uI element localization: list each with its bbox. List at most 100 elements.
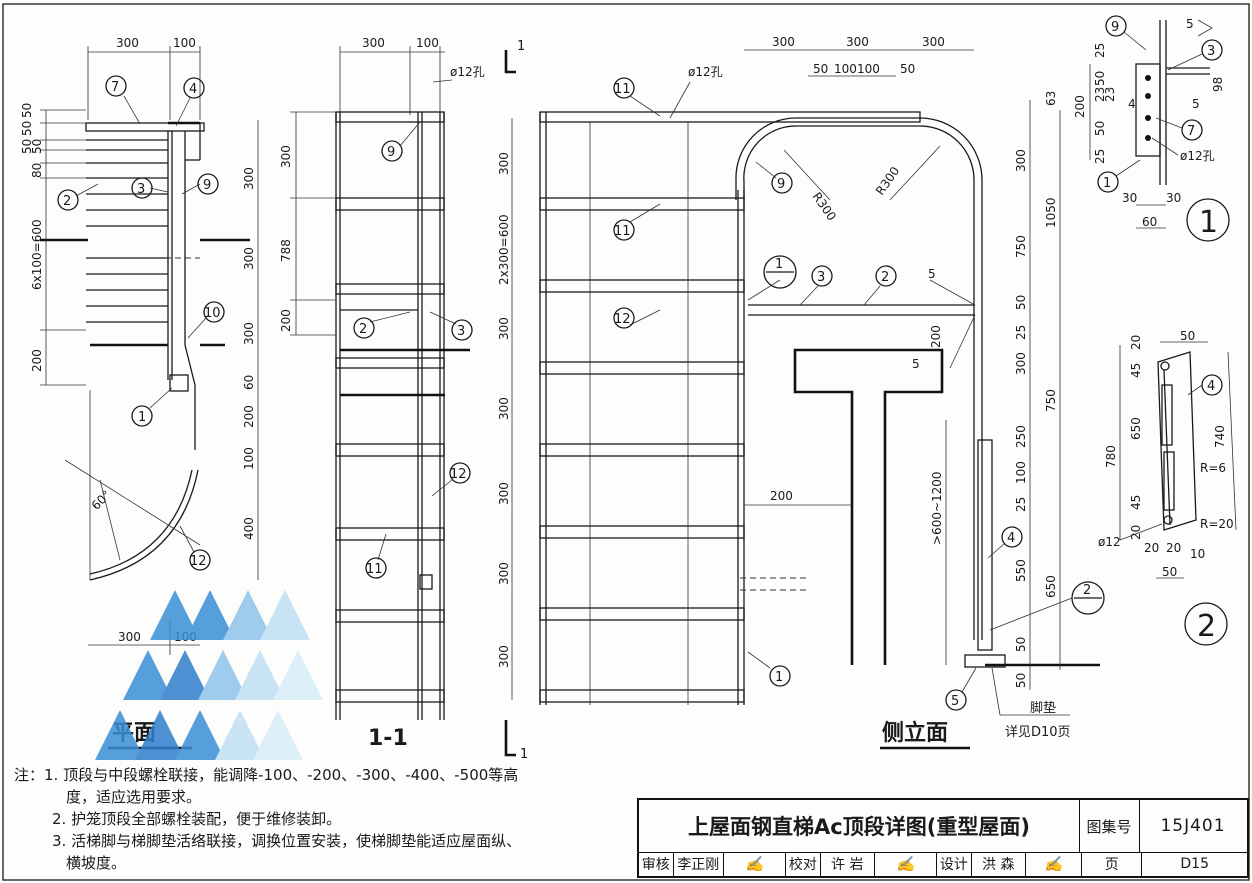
section-caption: 1-1 — [368, 726, 408, 751]
svg-text:200: 200 — [1073, 95, 1087, 118]
svg-text:9: 9 — [203, 178, 211, 193]
dim-sec-top-100: 100 — [416, 36, 439, 50]
svg-text:20: 20 — [1166, 541, 1181, 555]
svg-text:50: 50 — [900, 62, 915, 76]
svg-text:30: 30 — [1122, 191, 1137, 205]
dim-plan-left-3: 50 — [30, 139, 44, 154]
svg-text:1: 1 — [775, 670, 783, 685]
atlas-number: 15J401 — [1139, 800, 1247, 853]
dim-plan-left-6: 200 — [30, 349, 44, 372]
svg-text:9: 9 — [387, 145, 395, 160]
svg-text:5: 5 — [912, 357, 920, 371]
svg-text:650: 650 — [1129, 417, 1143, 440]
design-name: 洪 森 — [972, 852, 1026, 876]
svg-text:1: 1 — [1103, 176, 1111, 191]
foot-pad-ref: 详见D10页 — [1005, 725, 1071, 740]
svg-text:ø12孔: ø12孔 — [1180, 149, 1215, 163]
svg-text:300: 300 — [1014, 352, 1028, 375]
svg-text:R=20: R=20 — [1200, 517, 1234, 531]
page-label: 页 — [1082, 852, 1143, 876]
elev-radius-1: R300 — [810, 190, 839, 224]
svg-text:300: 300 — [497, 645, 511, 668]
detail-2: 4 780 650 20 45 45 20 740 50 R=6 R=20 ø1… — [1098, 329, 1237, 646]
svg-text:100: 100 — [1014, 461, 1028, 484]
svg-text:3: 3 — [1207, 44, 1215, 59]
dim-plan-right-3: 60 — [242, 375, 256, 390]
check-label: 校对 — [786, 852, 821, 876]
note-1-cont: 度，适应选用要求。 — [66, 788, 202, 806]
svg-text:45: 45 — [1129, 363, 1143, 378]
dim-plan-right-4: 200 — [242, 405, 256, 428]
svg-text:12: 12 — [614, 312, 631, 327]
dim-plan-left-2: 50 — [20, 139, 34, 154]
svg-text:25: 25 — [1093, 43, 1107, 58]
dim-plan-right-1: 300 — [242, 247, 256, 270]
svg-text:98: 98 — [1211, 77, 1225, 92]
dim-plan-right-0: 300 — [242, 167, 256, 190]
svg-text:50: 50 — [1014, 637, 1028, 652]
svg-text:63: 63 — [1044, 91, 1058, 106]
svg-text:300: 300 — [497, 152, 511, 175]
svg-text:300: 300 — [497, 482, 511, 505]
drawing-title: 上屋面钢直梯Ac顶段详图(重型屋面) — [639, 800, 1080, 853]
svg-text:3: 3 — [137, 182, 145, 197]
sec-hole-label: ø12孔 — [450, 65, 485, 79]
dim-plan-left-0: 50 — [20, 103, 34, 118]
svg-text:2: 2 — [63, 194, 71, 209]
svg-text:1: 1 — [775, 257, 783, 272]
foot-pad-label: 脚垫 — [1030, 700, 1056, 716]
svg-text:23: 23 — [1093, 87, 1107, 102]
svg-text:2x300=600: 2x300=600 — [497, 214, 511, 285]
dim-plan-right-5: 100 — [242, 447, 256, 470]
svg-text:2: 2 — [359, 322, 367, 337]
svg-text:10: 10 — [1190, 547, 1205, 561]
svg-text:50: 50 — [1093, 121, 1107, 136]
svg-text:25: 25 — [1014, 497, 1028, 512]
svg-text:200: 200 — [770, 489, 793, 503]
cut-mark-top — [504, 50, 516, 74]
dim-plan-top-100: 100 — [173, 36, 196, 50]
svg-text:1: 1 — [517, 39, 525, 54]
svg-text:11: 11 — [366, 562, 383, 577]
svg-text:25: 25 — [1014, 325, 1028, 340]
callout-5: 7 — [111, 80, 119, 95]
dim-sec-left-0: 300 — [279, 145, 293, 168]
plan-angle: 60° — [89, 488, 114, 513]
svg-text:1: 1 — [138, 410, 146, 425]
index-mark-1 — [763, 255, 797, 289]
title-block: 上屋面钢直梯Ac顶段详图(重型屋面) 图集号 15J401 审核 李正刚 ✍ 校… — [637, 798, 1249, 878]
dim-elev-top-1: 300 — [846, 35, 869, 49]
section-rungs — [335, 197, 445, 703]
svg-text:30: 30 — [1166, 191, 1181, 205]
dim-plan-top-300: 300 — [116, 36, 139, 50]
svg-text:200: 200 — [929, 325, 943, 348]
cut-mark-bottom — [504, 720, 516, 757]
svg-text:300: 300 — [497, 562, 511, 585]
svg-text:12: 12 — [450, 467, 467, 482]
plan-callouts: 7 4 2 3 9 10 1 12 — [57, 75, 225, 571]
svg-text:ø12: ø12 — [1098, 535, 1121, 549]
svg-text:45: 45 — [1129, 495, 1143, 510]
watermark-logo — [95, 590, 323, 760]
dim-elev-top-0: 300 — [772, 35, 795, 49]
dim-plan-left-4: 80 — [30, 163, 44, 178]
note-1: 注：1. 顶段与中段螺栓联接，能调降-100、-200、-300、-400、-5… — [14, 766, 519, 784]
note-3: 3. 活梯脚与梯脚垫活络联接，调换位置安装，使梯脚垫能适应屋面纵、 — [52, 832, 522, 850]
notes: 注：1. 顶段与中段螺栓联接，能调降-100、-200、-300、-400、-5… — [14, 764, 614, 874]
svg-text:5: 5 — [1186, 17, 1194, 31]
svg-text:7: 7 — [1187, 124, 1195, 139]
page-number: D15 — [1180, 856, 1209, 872]
svg-text:9: 9 — [777, 177, 785, 192]
svg-text:750: 750 — [1044, 389, 1058, 412]
dim-sec-top-300: 300 — [362, 36, 385, 50]
elevation-rungs — [539, 197, 745, 703]
svg-text:1050: 1050 — [1044, 197, 1058, 228]
plan-view: 300 100 60° — [20, 36, 259, 750]
svg-text:20: 20 — [1144, 541, 1159, 555]
svg-text:10: 10 — [204, 306, 221, 321]
svg-text:5: 5 — [928, 267, 936, 281]
review-name: 李正刚 — [674, 852, 724, 876]
design-label: 设计 — [937, 852, 972, 876]
svg-text:50: 50 — [1180, 329, 1195, 343]
